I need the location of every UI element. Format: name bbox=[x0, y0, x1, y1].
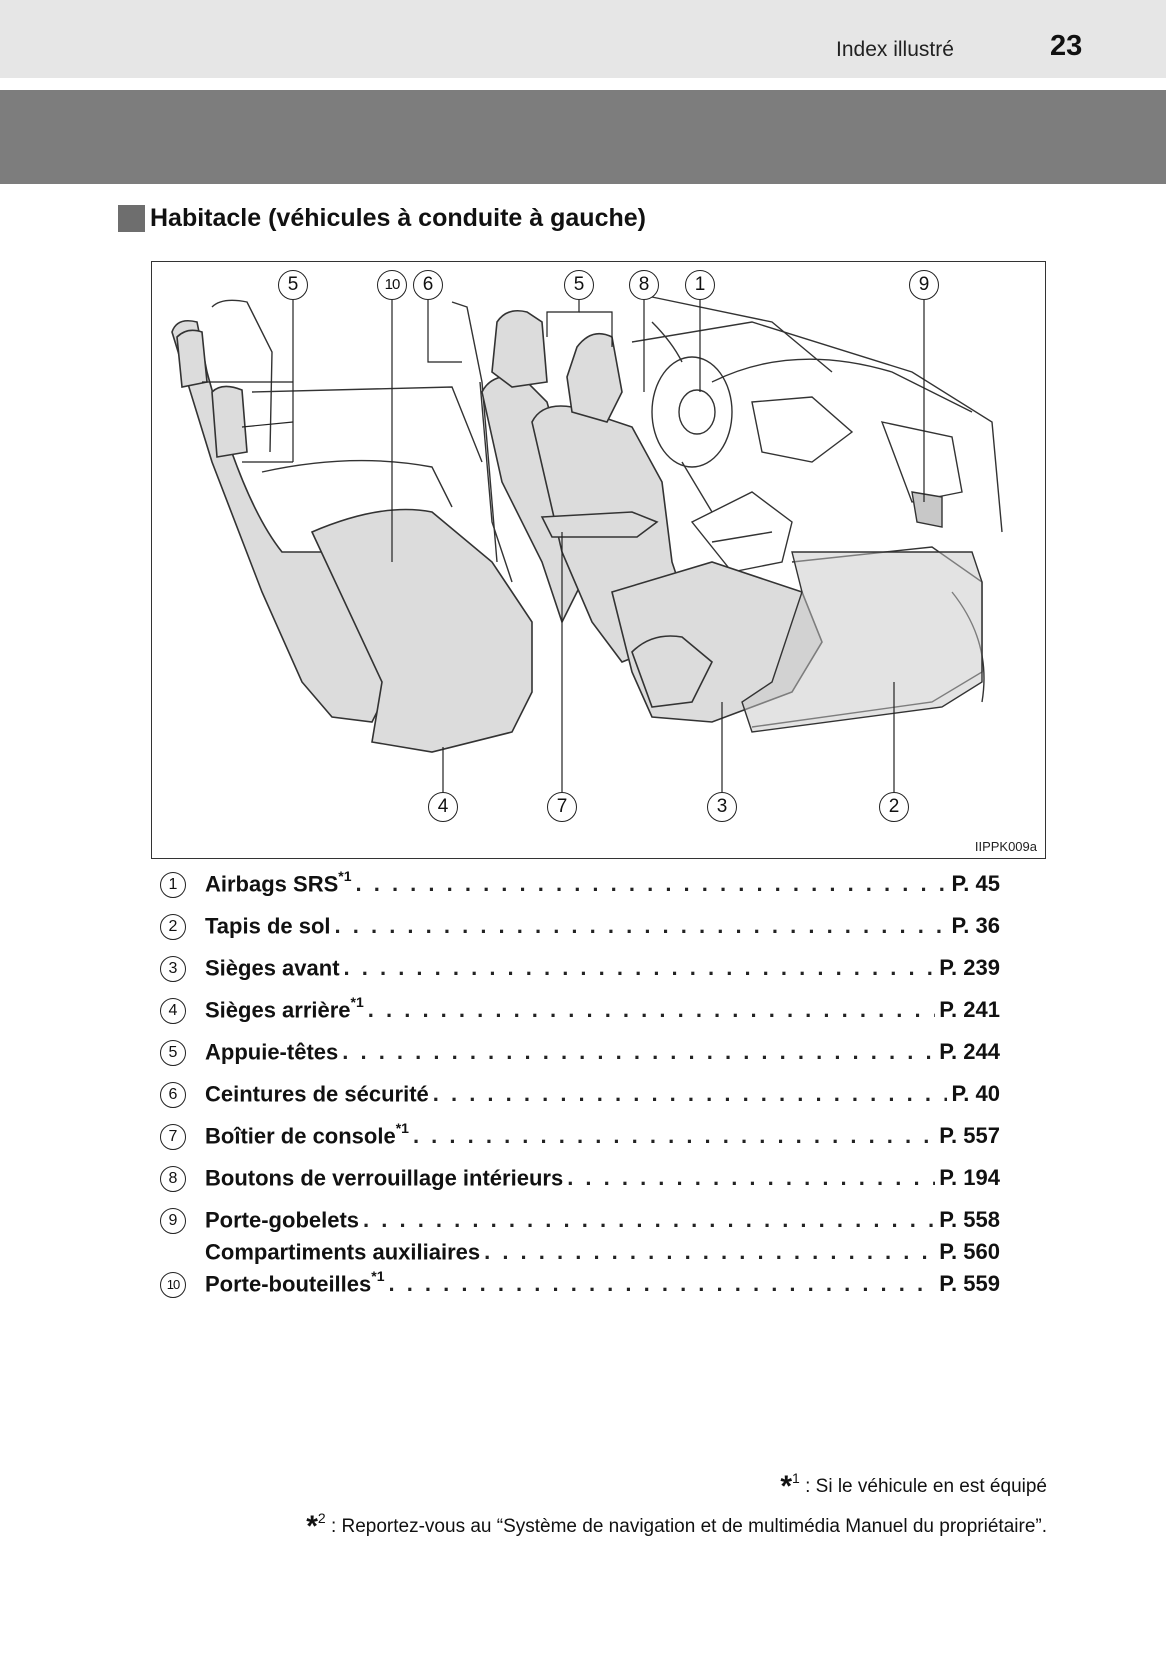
item-label: Airbags SRS*1 bbox=[205, 868, 352, 897]
callout-4: 4 bbox=[428, 792, 458, 822]
callout-1: 1 bbox=[685, 270, 715, 300]
footnote-2: *2 : Reportez-vous au “Système de naviga… bbox=[306, 1510, 1047, 1543]
item-label: Compartiments auxiliaires bbox=[205, 1239, 481, 1265]
item-page-ref: P. 40 bbox=[951, 1081, 1000, 1107]
footnote-1: *1 : Si le véhicule en est équipé bbox=[780, 1470, 1047, 1503]
callout-10: 10 bbox=[377, 270, 407, 300]
item-number: 4 bbox=[160, 998, 186, 1024]
item-number: 1 bbox=[160, 872, 186, 898]
item-page-ref: P. 45 bbox=[951, 871, 1000, 897]
item-number: 2 bbox=[160, 914, 186, 940]
figure-code: IIPPK009a bbox=[974, 839, 1037, 854]
callout-5-left: 5 bbox=[278, 270, 308, 300]
index-list: 1 Airbags SRS*1 P. 45 2 Tapis de sol P. … bbox=[160, 868, 1000, 1310]
callout-7: 7 bbox=[547, 792, 577, 822]
index-row: Compartiments auxiliaires P. 560 bbox=[160, 1236, 1000, 1268]
item-page-ref: P. 560 bbox=[939, 1239, 1000, 1265]
dot-leader bbox=[344, 955, 936, 981]
callout-3: 3 bbox=[707, 792, 737, 822]
title-band bbox=[0, 90, 1166, 184]
index-row: 1 Airbags SRS*1 P. 45 bbox=[160, 868, 1000, 910]
item-page-ref: P. 557 bbox=[939, 1123, 1000, 1149]
dot-leader bbox=[363, 1207, 935, 1233]
index-row: 9 Porte-gobelets P. 558 bbox=[160, 1204, 1000, 1246]
callout-2: 2 bbox=[879, 792, 909, 822]
item-number: 9 bbox=[160, 1208, 186, 1234]
dot-leader bbox=[342, 1039, 935, 1065]
item-label: Porte-gobelets bbox=[205, 1207, 360, 1233]
item-number: 10 bbox=[160, 1272, 186, 1298]
dot-leader bbox=[567, 1165, 935, 1191]
index-row: 5 Appuie-têtes P. 244 bbox=[160, 1036, 1000, 1078]
section-title: Habitacle (véhicules à conduite à gauche… bbox=[150, 204, 646, 232]
index-row: 10 Porte-bouteilles*1 P. 559 bbox=[160, 1268, 1000, 1310]
item-number: 6 bbox=[160, 1082, 186, 1108]
index-row: 2 Tapis de sol P. 36 bbox=[160, 910, 1000, 952]
item-label: Ceintures de sécurité bbox=[205, 1081, 429, 1107]
index-row: 8 Boutons de verrouillage intérieurs P. … bbox=[160, 1162, 1000, 1204]
item-label: Tapis de sol bbox=[205, 913, 331, 939]
index-row: 6 Ceintures de sécurité P. 40 bbox=[160, 1078, 1000, 1120]
section-heading: Habitacle (véhicules à conduite à gauche… bbox=[118, 204, 646, 233]
item-page-ref: P. 558 bbox=[939, 1207, 1000, 1233]
dot-leader bbox=[413, 1123, 935, 1149]
item-page-ref: P. 239 bbox=[939, 955, 1000, 981]
dot-leader bbox=[368, 997, 935, 1023]
item-page-ref: P. 559 bbox=[939, 1271, 1000, 1297]
item-page-ref: P. 36 bbox=[951, 913, 1000, 939]
index-row: 7 Boîtier de console*1 P. 557 bbox=[160, 1120, 1000, 1162]
callout-6: 6 bbox=[413, 270, 443, 300]
item-label: Sièges avant bbox=[205, 955, 340, 981]
callout-9: 9 bbox=[909, 270, 939, 300]
callout-8: 8 bbox=[629, 270, 659, 300]
dot-leader bbox=[484, 1239, 935, 1265]
dot-leader bbox=[433, 1081, 948, 1107]
item-page-ref: P. 241 bbox=[939, 997, 1000, 1023]
callout-5-right: 5 bbox=[564, 270, 594, 300]
dot-leader bbox=[335, 913, 948, 939]
dot-leader bbox=[356, 871, 948, 897]
item-label: Sièges arrière*1 bbox=[205, 994, 364, 1023]
item-label: Appuie-têtes bbox=[205, 1039, 339, 1065]
item-number: 8 bbox=[160, 1166, 186, 1192]
item-label: Boîtier de console*1 bbox=[205, 1120, 409, 1149]
item-label: Porte-bouteilles*1 bbox=[205, 1268, 385, 1297]
cabin-illustration: 5 10 6 5 8 1 9 4 7 3 2 IIPPK009a bbox=[151, 261, 1046, 859]
index-row: 4 Sièges arrière*1 P. 241 bbox=[160, 994, 1000, 1036]
section-square-icon bbox=[118, 205, 145, 232]
index-row: 3 Sièges avant P. 239 bbox=[160, 952, 1000, 994]
running-header: Index illustré bbox=[836, 38, 954, 61]
header-band bbox=[0, 0, 1166, 78]
item-page-ref: P. 244 bbox=[939, 1039, 1000, 1065]
dot-leader bbox=[388, 1271, 935, 1297]
item-number: 5 bbox=[160, 1040, 186, 1066]
item-number: 7 bbox=[160, 1124, 186, 1150]
item-page-ref: P. 194 bbox=[939, 1165, 1000, 1191]
cabin-drawing bbox=[171, 296, 1003, 792]
item-label: Boutons de verrouillage intérieurs bbox=[205, 1165, 564, 1191]
page-number: 23 bbox=[1050, 30, 1083, 62]
item-number: 3 bbox=[160, 956, 186, 982]
